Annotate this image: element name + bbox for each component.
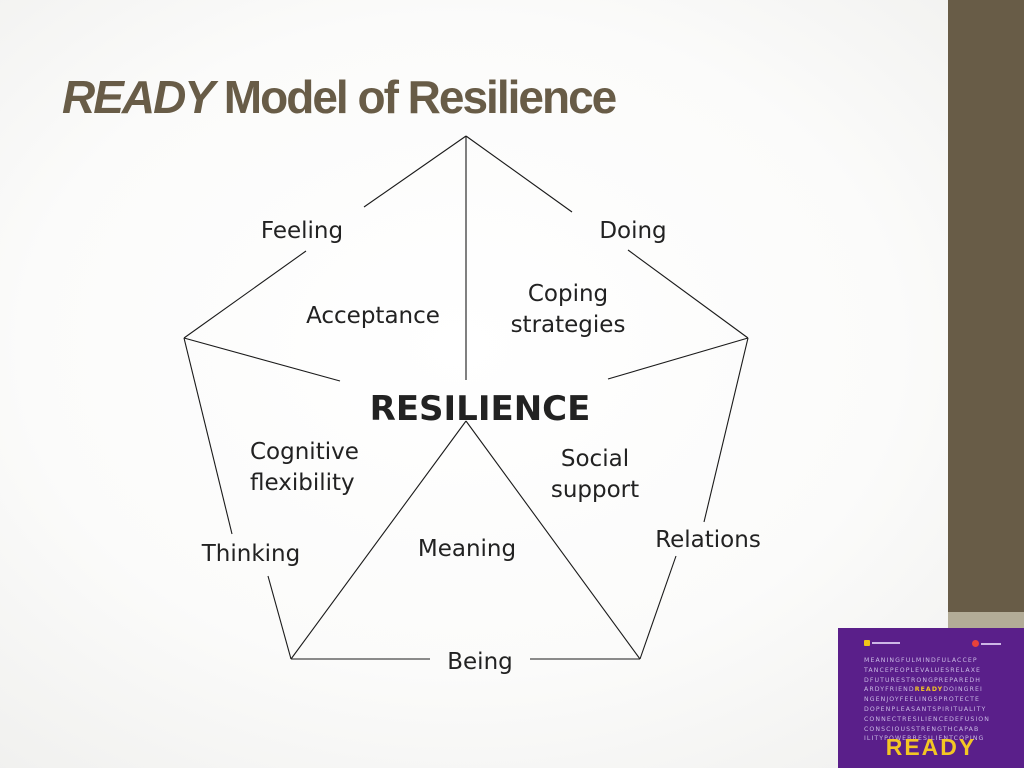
logo-word-line: TANCEPEOPLEVALUESRELAXE — [864, 666, 982, 674]
logo-word-line: DFUTURESTRONGPREPAREDH — [864, 676, 982, 684]
partner-logo-left — [864, 640, 902, 648]
spoke-right — [607, 337, 749, 380]
logo-partner-marks — [864, 640, 1002, 650]
logo-word-line: MEANINGFULMINDFULACCEP — [864, 657, 978, 664]
sector-label-social-2: support — [551, 477, 639, 503]
logo-word-line: ARDYFRIENDREADYDOINGREI — [864, 685, 1004, 695]
ready-logo: MEANINGFULMINDFULACCEP TANCEPEOPLEVALUESR… — [838, 628, 1024, 768]
vertex-label-feeling: Feeling — [261, 218, 343, 244]
logo-word-line: CONSCIOUSSTRENGTHCAPAB — [864, 725, 980, 733]
logo-word-line: NGENJOYFEELINGSPROTECTE — [864, 696, 980, 704]
edge-left-bottom — [267, 575, 292, 660]
edge-top-left — [363, 135, 467, 208]
logo-word-line-part: ARDYFRIEND — [864, 686, 915, 694]
edge-right-lower — [703, 337, 749, 523]
side-bar — [948, 0, 1024, 612]
sector-label-coping-2: strategies — [511, 312, 626, 338]
spoke-bottom-left — [290, 420, 467, 660]
sector-label-meaning: Meaning — [418, 536, 516, 562]
sector-label-cognitive-2: flexibility — [250, 470, 355, 496]
title-emphasis: READY — [62, 71, 215, 123]
title-rest: Model of Resilience — [213, 71, 617, 123]
edge-left-upper — [183, 250, 307, 339]
sector-label-cognitive-1: Cognitive — [250, 439, 359, 465]
vertex-label-doing: Doing — [599, 218, 666, 244]
slide-title: READY Model of Resilience — [62, 70, 617, 124]
center-label-resilience: RESILIENCE — [370, 389, 591, 429]
logo-word-line: DOPENPLEASANTSPIRITUALITY — [864, 705, 987, 713]
partner-logo-right — [972, 640, 1002, 648]
logo-word-line: ILITYPOWERRESILIENTCOPING — [864, 735, 985, 743]
vertex-label-relations: Relations — [655, 527, 761, 553]
spoke-left — [183, 337, 341, 382]
edge-right-bottom — [639, 555, 677, 660]
vertex-label-thinking: Thinking — [201, 541, 300, 567]
logo-word-line: CONNECTRESILIENCEDEFUSION — [864, 715, 990, 723]
edge-top-right — [465, 135, 573, 213]
sector-label-acceptance: Acceptance — [306, 303, 440, 329]
sector-label-coping-1: Coping — [528, 281, 608, 307]
logo-word-line-part: DOINGREI — [943, 686, 983, 694]
spoke-bottom-right — [465, 420, 641, 660]
sector-label-social-1: Social — [561, 446, 629, 472]
logo-wordmark: READY — [885, 734, 977, 760]
edge-right-upper — [627, 249, 749, 339]
vertex-label-being: Being — [447, 649, 513, 675]
edge-left-lower — [183, 337, 233, 535]
logo-word-grid: MEANINGFULMINDFULACCEP TANCEPEOPLEVALUESR… — [864, 656, 1004, 744]
side-accent-bar — [948, 612, 1024, 630]
logo-word-highlight: READY — [914, 686, 944, 694]
